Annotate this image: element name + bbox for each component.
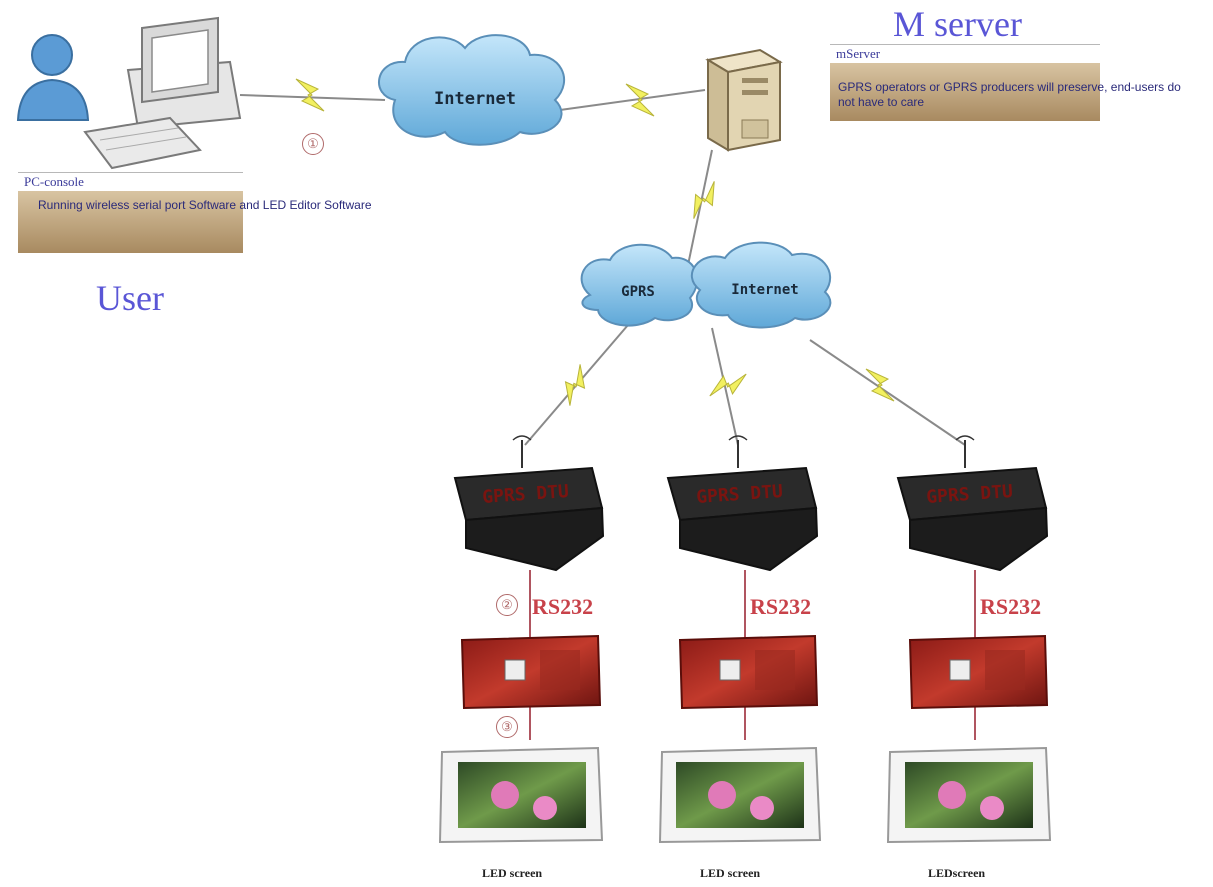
rs232-label: RS232 <box>980 594 1042 619</box>
user-label: User <box>96 278 164 318</box>
antenna-icon <box>512 435 532 468</box>
controller-board <box>908 634 1049 710</box>
cloud-label-gprs: GPRS <box>621 284 655 300</box>
branch-3: GPRS DTU <box>886 435 1052 844</box>
user-icon <box>16 34 90 121</box>
led-screen <box>438 746 604 844</box>
pc-console-note: PC-console <box>18 172 243 253</box>
controller-board <box>678 634 819 710</box>
step-number-1: ① <box>302 133 324 155</box>
wireless-bolt-icon <box>295 78 325 112</box>
pc-console-description: Running wireless serial port Software an… <box>38 198 372 212</box>
led-screen <box>658 746 822 844</box>
led-screen-label: LED screen <box>482 866 543 880</box>
branch-1: GPRS DTU <box>438 435 605 844</box>
gprs-dtu-device: GPRS DTU <box>666 466 819 572</box>
pc-console-bar <box>18 191 243 253</box>
computer-icon <box>83 16 242 170</box>
mserver-title: mServer <box>830 44 1100 63</box>
step-number-2: ② <box>496 594 518 616</box>
mserver-bar <box>830 63 1100 121</box>
cloud-label-internet-top: Internet <box>434 89 516 109</box>
cloud-label-internet-mid: Internet <box>731 282 798 298</box>
led-screen-label: LED screen <box>700 866 761 880</box>
connection-lines <box>239 89 976 740</box>
m-server-label: M server <box>893 4 1022 44</box>
antenna-icon <box>955 435 975 468</box>
controller-board <box>460 634 602 710</box>
branch-2: GPRS DTU <box>658 435 822 844</box>
rs232-label: RS232 <box>532 594 594 619</box>
antenna-icon <box>728 435 748 468</box>
step-number-3: ③ <box>496 716 518 738</box>
wireless-bolt-icon <box>865 368 895 402</box>
pc-console-title: PC-console <box>18 172 243 191</box>
led-screen-label: LEDscreen <box>928 866 986 880</box>
gprs-cloud: GPRS <box>580 243 699 327</box>
gprs-dtu-device: GPRS DTU <box>896 466 1049 572</box>
led-screen <box>886 746 1052 844</box>
mserver-note: mServer <box>830 44 1100 121</box>
mserver-description: GPRS operators or GPRS producers will pr… <box>838 80 1181 109</box>
server-icon <box>705 48 783 152</box>
internet-cloud-top: Internet <box>378 34 566 146</box>
internet-cloud-mid: Internet <box>690 241 832 329</box>
gprs-dtu-device: GPRS DTU <box>453 466 605 572</box>
rs232-label: RS232 <box>750 594 812 619</box>
